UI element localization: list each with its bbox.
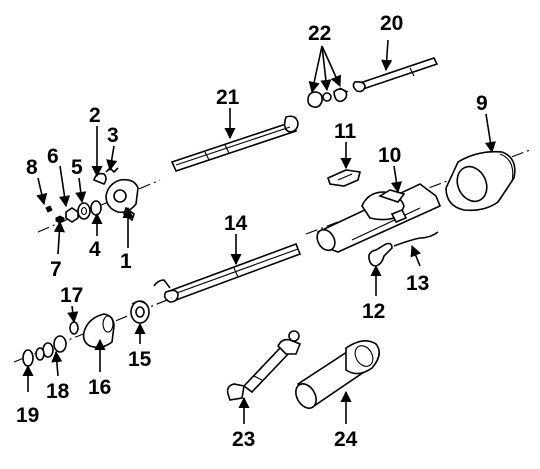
callout-15: 15: [128, 348, 152, 371]
callout-1: 1: [120, 250, 132, 273]
callout-13: 13: [406, 272, 429, 295]
part-20-upper-shaft: [352, 57, 439, 93]
callout-8: 8: [26, 156, 38, 179]
callout-7: 7: [50, 258, 62, 281]
part-8-screw: [45, 205, 53, 213]
part-3-spring: [105, 166, 119, 174]
callout-17: 17: [60, 284, 83, 307]
callout-arrows: [22, 39, 496, 424]
part-11-lock-bracket: [327, 169, 361, 187]
part-19-seal: [22, 349, 34, 367]
part-13-shift-rod: [393, 231, 439, 247]
callout-labels: 1 2 3 4 5 6 7 8 9 10 11 12 13 14 15 16 1…: [16, 12, 488, 451]
part-22-bearing-pins: [307, 87, 349, 108]
callout-3: 3: [107, 124, 119, 147]
callout-19: 19: [16, 404, 39, 427]
part-18-washers: [35, 335, 67, 361]
callout-4: 4: [89, 238, 101, 261]
part-16-boot: [82, 313, 115, 349]
part-2-clip: [93, 172, 107, 185]
part-1-lock-housing: [105, 178, 139, 222]
part-23-u-joint-shaft: [226, 330, 302, 401]
callout-22: 22: [308, 22, 331, 45]
callout-16: 16: [88, 376, 111, 399]
part-24-coupling: [295, 340, 380, 409]
callout-9: 9: [476, 92, 488, 115]
callout-11: 11: [334, 120, 357, 143]
part-12-lever: [368, 242, 393, 267]
part-6-nut: [65, 207, 79, 223]
part-21-intermediate-shaft: [170, 115, 299, 172]
callout-2: 2: [89, 104, 101, 127]
part-10-column-housing: [316, 183, 442, 253]
callout-14: 14: [224, 212, 248, 235]
callout-24: 24: [334, 428, 358, 451]
part-14-main-shaft: [153, 242, 302, 303]
callout-20: 20: [380, 12, 403, 35]
callout-10: 10: [378, 144, 401, 167]
callout-12: 12: [362, 300, 385, 323]
callout-21: 21: [216, 86, 240, 109]
callout-23: 23: [232, 428, 255, 451]
callout-6: 6: [47, 145, 59, 168]
part-9-cover: [445, 150, 516, 212]
part-15-bearing: [130, 300, 150, 324]
part-4-washer: [90, 200, 102, 216]
part-7-washer: [55, 215, 65, 224]
callout-18: 18: [46, 380, 70, 403]
callout-5: 5: [71, 156, 83, 179]
part-5-retainer: [77, 202, 91, 220]
part-17-ring: [69, 321, 79, 335]
